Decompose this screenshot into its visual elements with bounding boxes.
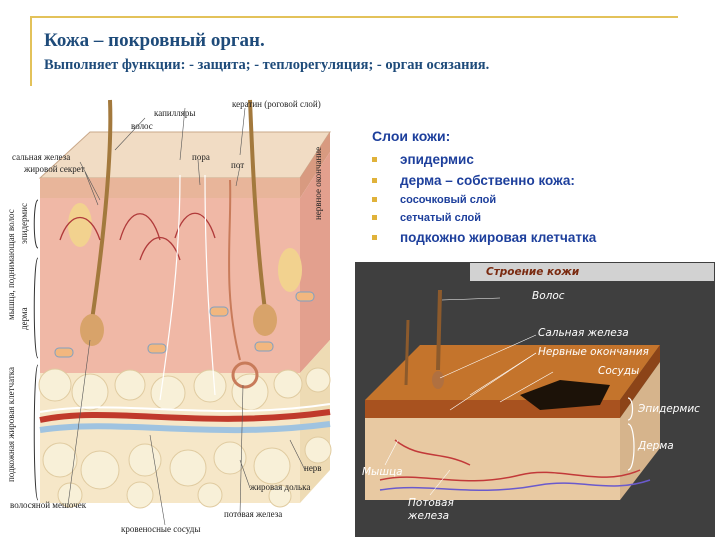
skin-layers-heading: Слои кожи:: [372, 128, 451, 144]
label-keratin: кератин (роговой слой): [232, 99, 321, 109]
page-subtitle: Выполняет функции: - защита; - теплорегу…: [44, 57, 490, 73]
bullet-icon: [372, 235, 377, 240]
skin-layers-list: Слои кожи: эпидермис дерма – собственно …: [372, 128, 596, 251]
photo-label-vessels: Сосуды: [598, 365, 640, 377]
photo-label-nerves: Нервные окончания: [538, 346, 649, 358]
page-title: Кожа – покровный орган.: [44, 30, 265, 51]
bullet-icon: [372, 197, 377, 202]
label-hair: волос: [131, 121, 153, 131]
photo-title: Строение кожи: [486, 266, 580, 278]
label-fat-lobule: жировая долька: [250, 482, 311, 492]
photo-label-sweat-gland: Потовая железа: [408, 497, 454, 522]
photo-label-dermis: Дерма: [638, 440, 674, 452]
left-rule: [30, 16, 32, 86]
label-sweat-gland: потовая железа: [224, 509, 283, 519]
photo-label-muscle: Мышца: [362, 466, 403, 478]
list-item: сетчатый слой: [372, 212, 596, 224]
label-hair-follicle: волосяной мешочек: [10, 500, 87, 510]
label-capillaries: капилляры: [154, 108, 196, 118]
label-blood-vessels: кровеносные сосуды: [121, 524, 201, 534]
top-rule: [30, 16, 678, 18]
label-sebaceous-gland: сальная железа: [12, 152, 71, 162]
photo-label-sebaceous: Сальная железа: [538, 327, 629, 339]
label-sweat: пот: [231, 160, 245, 170]
bullet-icon: [372, 215, 377, 220]
photo-label-hair: Волос: [532, 290, 565, 302]
bullet-icon: [372, 178, 377, 183]
list-item: дерма – собственно кожа:: [372, 173, 596, 188]
list-item: сосочковый слой: [372, 194, 596, 206]
label-pore: пора: [192, 152, 210, 162]
list-item: эпидермис: [372, 152, 596, 167]
bullet-icon: [372, 157, 377, 162]
label-nerve: нерв: [304, 463, 322, 473]
list-item: подкожно жировая клетчатка: [372, 230, 596, 245]
photo-label-epidermis: Эпидермис: [638, 403, 700, 415]
label-sebum: жировой секрет: [24, 164, 85, 174]
